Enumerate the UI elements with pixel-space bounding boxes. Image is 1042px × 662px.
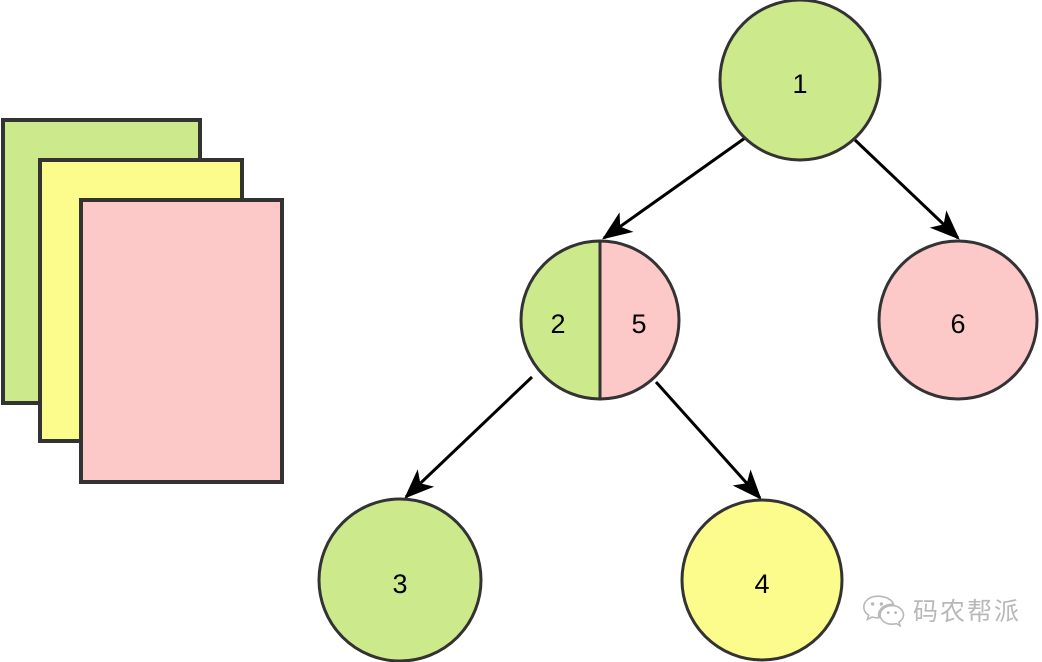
- node-4-label: 4: [754, 569, 769, 599]
- node-1-label: 1: [792, 69, 807, 99]
- tree-node-6[interactable]: 6: [877, 239, 1039, 401]
- stack-rect-pink: [79, 198, 284, 484]
- node-1-circle: [718, 0, 882, 162]
- tree-node-3[interactable]: 3: [317, 497, 483, 662]
- tree-node-4[interactable]: 4: [680, 498, 844, 662]
- node-6-label: 6: [950, 309, 965, 339]
- tree-edges: [404, 136, 960, 500]
- watermark-text: 码农帮派: [913, 597, 1022, 626]
- edge-2-to-3: [404, 375, 534, 499]
- edge-1-to-2: [602, 136, 746, 240]
- node-6-circle: [877, 239, 1039, 401]
- edge-1-to-6: [853, 138, 960, 240]
- node-2-label: 2: [550, 309, 565, 339]
- node-2-half-left: [519, 239, 602, 401]
- wechat-icon: [862, 595, 905, 627]
- watermark: 码农帮派: [862, 592, 1021, 628]
- page-stack: [1, 118, 284, 484]
- node-5-label: 5: [631, 309, 646, 339]
- tree-node-2-5-split[interactable]: 2 5: [519, 239, 681, 401]
- node-3-circle: [317, 497, 483, 662]
- edge-5-to-4: [654, 380, 762, 500]
- tree-node-1[interactable]: 1: [718, 0, 882, 162]
- node-4-circle: [680, 498, 844, 662]
- node-3-label: 3: [392, 569, 407, 599]
- node-5-half-right: [598, 239, 681, 401]
